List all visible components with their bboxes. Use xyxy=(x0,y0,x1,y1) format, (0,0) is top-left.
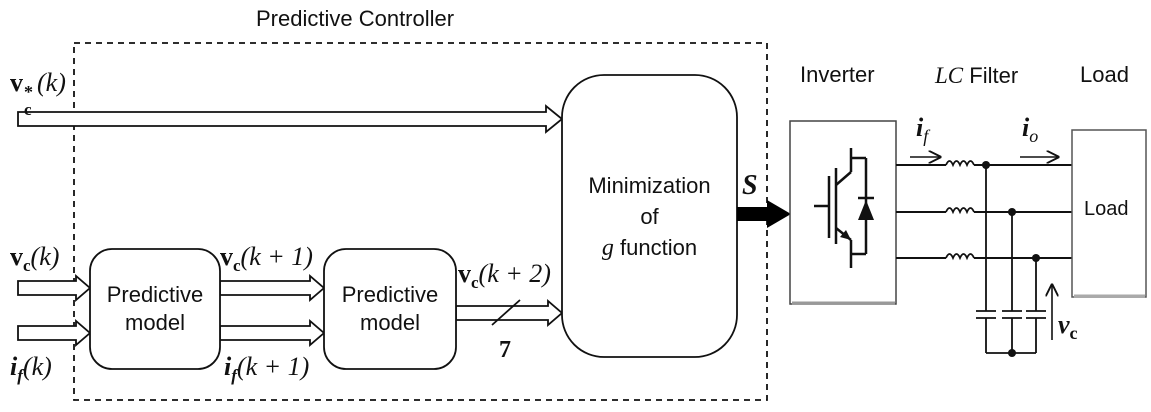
junction-dots xyxy=(982,161,1040,357)
diode-icon xyxy=(858,200,874,220)
filter-label: LC Filter xyxy=(935,63,1019,88)
igbt-arrow-icon xyxy=(840,230,851,240)
arrow-vc-ref xyxy=(17,104,564,134)
input-vc-ref-label: v*c(k) xyxy=(10,68,66,119)
vc-k1-label: vc(k + 1) xyxy=(220,242,313,275)
bus-width-label: 7 xyxy=(499,337,511,363)
load-label: Load xyxy=(1080,62,1129,87)
io-current-label: io xyxy=(1022,113,1039,146)
inverter-label: Inverter xyxy=(800,62,875,87)
inverter-box xyxy=(789,120,897,305)
if-current-label: if xyxy=(916,113,929,146)
predictive-model-2-text: Predictive model xyxy=(341,282,439,335)
input-vc-label: vc(k) xyxy=(10,242,60,275)
predictive-model-1-box xyxy=(89,248,221,370)
controller-title: Predictive Controller xyxy=(256,6,455,31)
arrow-vc-k2 xyxy=(455,299,564,327)
arrow-if-k1 xyxy=(219,319,326,347)
input-if-label: if(k) xyxy=(10,352,52,385)
switch-signal-arrow xyxy=(737,200,791,228)
bus-slash xyxy=(491,299,521,326)
vc-k2-label: vc(k + 2) xyxy=(458,259,551,292)
phase-lines xyxy=(896,164,1072,259)
arrow-if-in xyxy=(17,319,92,347)
vc-output-label: vc xyxy=(1058,310,1078,343)
inductor-icons xyxy=(945,160,975,261)
load-box-text: Load xyxy=(1084,198,1129,220)
if-k1-label: if(k + 1) xyxy=(224,352,310,385)
predictive-model-2-box xyxy=(323,248,457,370)
predictive-model-1-text: Predictive model xyxy=(106,282,204,335)
minimizer-text: Minimization of g function xyxy=(588,173,711,261)
igbt-icon xyxy=(814,148,874,268)
switch-signal-label: S xyxy=(742,170,758,201)
arrow-vc-in xyxy=(17,274,92,302)
arrow-vc-k1 xyxy=(219,274,326,302)
capacitor-bank xyxy=(976,165,1046,354)
